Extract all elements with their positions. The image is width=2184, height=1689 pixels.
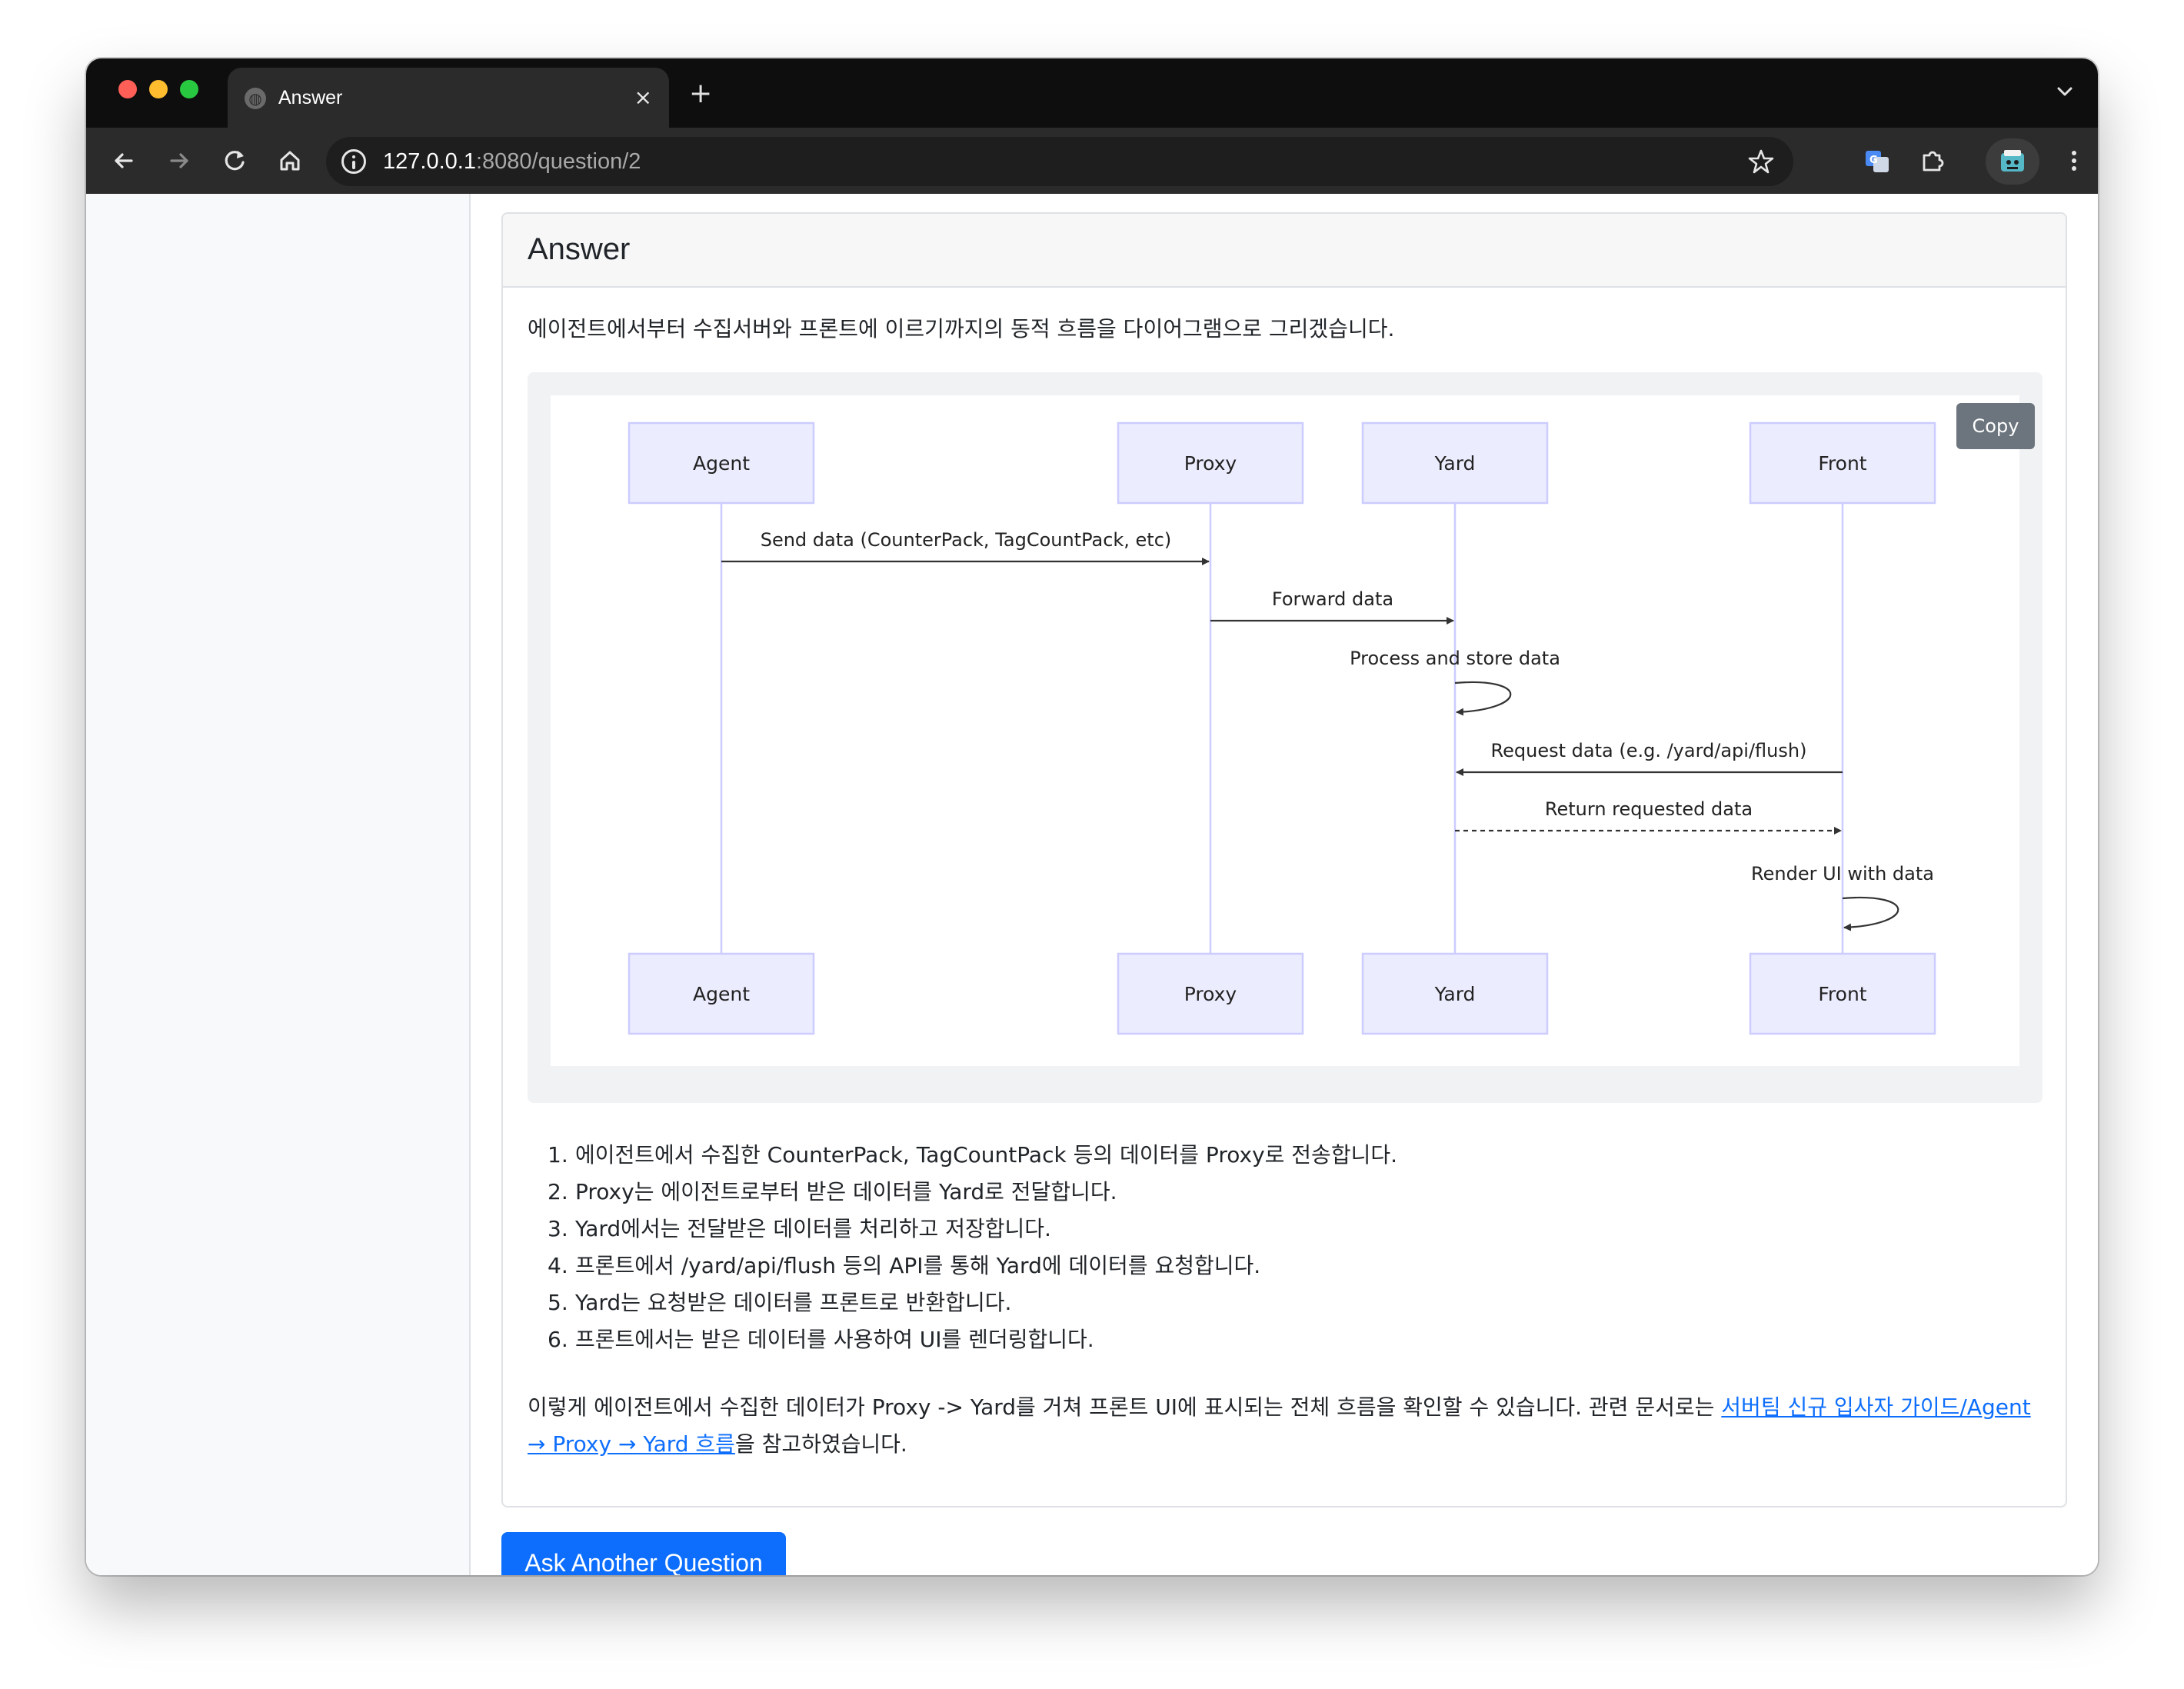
participant-label-proxy-bottom: Proxy <box>1184 983 1237 1005</box>
participant-box-agent-top <box>628 421 815 505</box>
step-number: 3. <box>548 1216 568 1241</box>
participant-label-yard-top: Yard <box>1434 452 1476 475</box>
message-self-arrow <box>1454 681 1512 716</box>
extensions-puzzle-icon[interactable] <box>1916 145 1949 177</box>
globe-icon: ◍ <box>245 88 266 109</box>
participant-box-proxy-top <box>1117 421 1304 505</box>
message-label: Render UI with data <box>1751 863 1934 884</box>
step-number: 2. <box>548 1179 568 1204</box>
step-text: 프론트에서는 받은 데이터를 사용하여 UI를 렌더링합니다. <box>575 1327 1094 1352</box>
message-label: Forward data <box>1272 588 1393 610</box>
step-text: Proxy는 에이전트로부터 받은 데이터를 Yard로 전달합니다. <box>575 1179 1117 1204</box>
step-text: 에이전트에서 수집한 CounterPack, TagCountPack 등의 … <box>575 1142 1397 1168</box>
profile-button[interactable] <box>1986 138 2039 185</box>
url-text: 127.0.0.1:8080/question/2 <box>383 149 641 174</box>
step-item: 6. 프론트에서는 받은 데이터를 사용하여 UI를 렌더링합니다. <box>548 1321 1397 1358</box>
message-label: Request data (e.g. /yard/api/flush) <box>1491 740 1807 761</box>
new-tab-button[interactable]: + <box>689 78 713 109</box>
tab-answer[interactable]: ◍ Answer × <box>228 68 669 128</box>
step-item: 2. Proxy는 에이전트로부터 받은 데이터를 Yard로 전달합니다. <box>548 1174 1397 1211</box>
home-icon[interactable] <box>274 145 306 177</box>
address-bar[interactable]: 127.0.0.1:8080/question/2 <box>326 137 1793 186</box>
step-item: 3. Yard에서는 전달받은 데이터를 처리하고 저장합니다. <box>548 1211 1397 1248</box>
bookmark-star-icon[interactable] <box>1747 148 1775 175</box>
copy-button[interactable]: Copy <box>1956 403 2035 449</box>
close-window-button[interactable] <box>118 80 137 98</box>
step-number: 6. <box>548 1327 568 1352</box>
intro-text: 에이전트에서부터 수집서버와 프론트에 이르기까지의 동적 흐름을 다이어그램으… <box>528 316 1395 341</box>
step-number: 1. <box>548 1142 568 1168</box>
participant-box-agent-bottom <box>628 952 815 1035</box>
card-title: Answer <box>528 232 631 266</box>
steps-list: 1. 에이전트에서 수집한 CounterPack, TagCountPack 등… <box>548 1137 1397 1358</box>
step-item: 5. Yard는 요청받은 데이터를 프론트로 반환합니다. <box>548 1284 1397 1321</box>
page-content: Answer 에이전트에서부터 수집서버와 프론트에 이르기까지의 동적 흐름을… <box>86 194 2098 1575</box>
reload-icon[interactable] <box>218 145 251 177</box>
participant-box-front-bottom <box>1749 952 1936 1035</box>
step-text: Yard에서는 전달받은 데이터를 처리하고 저장합니다. <box>575 1216 1051 1241</box>
participant-label-front-bottom: Front <box>1818 983 1866 1005</box>
participant-box-yard-bottom <box>1361 952 1549 1035</box>
site-info-icon[interactable] <box>341 149 366 174</box>
forward-arrow-icon[interactable] <box>163 145 195 177</box>
participant-label-agent-bottom: Agent <box>693 983 750 1005</box>
more-menu-icon[interactable] <box>2058 145 2090 177</box>
participant-label-yard-bottom: Yard <box>1434 983 1476 1005</box>
answer-card: Answer 에이전트에서부터 수집서버와 프론트에 이르기까지의 동적 흐름을… <box>501 212 2067 1507</box>
translate-icon[interactable]: G <box>1861 145 1893 177</box>
step-item: 4. 프론트에서 /yard/api/flush 등의 API를 통해 Yard에… <box>548 1248 1397 1284</box>
participant-label-front-top: Front <box>1818 452 1866 475</box>
tab-title: Answer <box>278 87 343 108</box>
participant-label-proxy-top: Proxy <box>1184 452 1237 475</box>
tab-close-icon[interactable]: × <box>634 85 652 110</box>
card-header: Answer <box>503 214 2066 288</box>
step-number: 5. <box>548 1290 568 1315</box>
svg-text:G: G <box>1869 155 1878 166</box>
step-text: Yard는 요청받은 데이터를 프론트로 반환합니다. <box>575 1290 1012 1315</box>
step-item: 1. 에이전트에서 수집한 CounterPack, TagCountPack 등… <box>548 1137 1397 1174</box>
profile-avatar-icon <box>2001 150 2024 172</box>
message-label: Send data (CounterPack, TagCountPack, et… <box>761 529 1172 551</box>
participant-label-agent-top: Agent <box>693 452 750 475</box>
summary-text: 이렇게 에이전트에서 수집한 데이터가 Proxy -> Yard를 거쳐 프론… <box>528 1394 2031 1457</box>
message-label: Process and store data <box>1350 648 1560 669</box>
ask-another-question-button[interactable]: Ask Another Question <box>501 1532 786 1575</box>
minimize-window-button[interactable] <box>149 80 168 98</box>
step-text: 프론트에서 /yard/api/flush 등의 API를 통해 Yard에 데… <box>575 1253 1261 1278</box>
participant-box-yard-top <box>1361 421 1549 505</box>
tab-strip: ◍ Answer × + <box>86 58 2098 128</box>
doc-link[interactable]: 서버팀 신규 입사자 가이드/Agent → Proxy → Yard 흐름 <box>528 1394 2031 1457</box>
zoom-window-button[interactable] <box>180 80 198 98</box>
message-label: Return requested data <box>1545 798 1753 820</box>
participant-box-front-top <box>1749 421 1936 505</box>
tab-search-chevron-icon[interactable] <box>2052 78 2078 105</box>
back-arrow-icon[interactable] <box>108 145 140 177</box>
browser-window: ◍ Answer × + 127.0.0.1:8080/question/2 <box>86 58 2098 1575</box>
message-self-arrow <box>1842 896 1899 931</box>
browser-toolbar: 127.0.0.1:8080/question/2 G <box>86 128 2098 194</box>
sidebar <box>86 194 471 1575</box>
step-number: 4. <box>548 1253 568 1278</box>
participant-box-proxy-bottom <box>1117 952 1304 1035</box>
